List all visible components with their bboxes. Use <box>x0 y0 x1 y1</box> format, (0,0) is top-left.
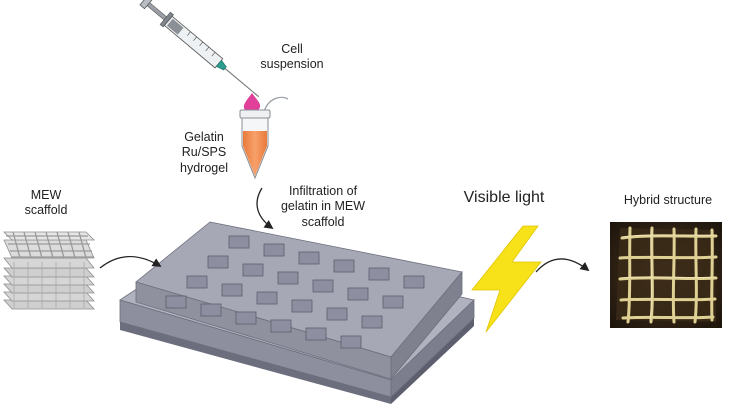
tube-icon <box>239 96 289 180</box>
droplet-icon <box>243 93 261 112</box>
lightning-icon <box>471 225 542 333</box>
label-visible-light: Visible light <box>463 189 545 206</box>
label-mew-scaffold: MEW scaffold <box>24 188 68 218</box>
arrow-to-hybrid <box>535 258 590 273</box>
label-hybrid-structure: Hybrid structure <box>623 193 713 207</box>
hybrid-photo <box>610 222 722 328</box>
label-infiltration: Infiltration of gelatin in MEW scaffold <box>280 184 366 229</box>
arrow-infiltration <box>256 187 274 230</box>
label-cell-suspension: Cell suspension <box>260 42 324 72</box>
well-plate-icon <box>119 221 475 404</box>
label-hydrogel: Gelatin Ru/SPS hydrogel <box>180 130 228 175</box>
syringe-icon <box>139 0 260 98</box>
scaffold-icon <box>3 231 95 310</box>
arrow-to-plate <box>99 255 162 269</box>
